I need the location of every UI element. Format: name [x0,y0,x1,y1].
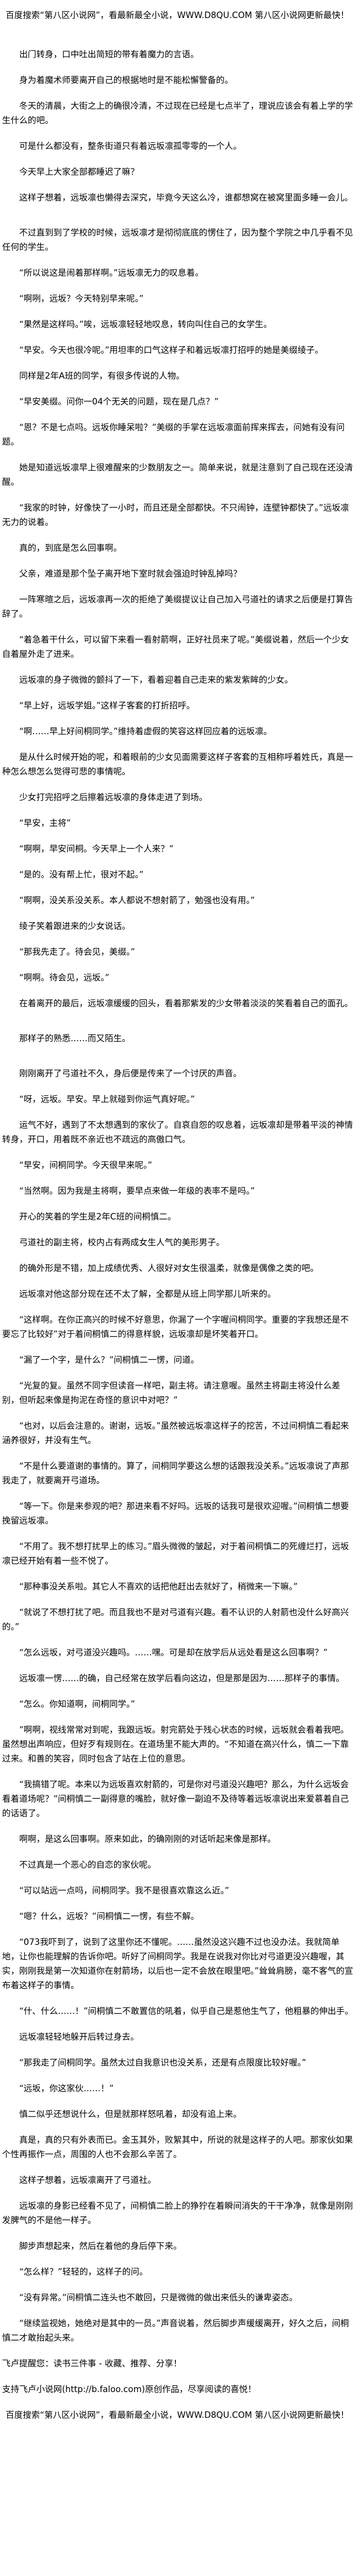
story-paragraph: “那种事没关系啦。其它人不喜欢的话把他赶出去就好了，稍微来一下嘛。” [19,1582,298,1591]
story-paragraph: ”啊啊，视线常常对到呢，我跟远坂。射完箭处于残心状态的时候，远坂就会看着我吧。虽… [2,1725,349,1764]
story-paragraph: 绫子笑着跟进来的少女说话。 [19,921,130,931]
story-paragraph: “早安，间桐同学。今天很早来呢。” [19,1160,152,1170]
story-paragraph: 远坂凛的身影已经看不见了，间桐慎二脸上的狰狞在着瞬间消失的干干净净，就像是刚刚发… [2,2201,353,2225]
story-paragraph: “漏了一个字，是什么？”间桐慎二一愣，问道。 [19,1355,200,1365]
story-paragraph: 远坂凛对他这部分现在还不太了解，全都是从班上同学那儿听来的。 [19,1289,276,1299]
story-paragraph: “恩？不是七点吗。远坂你睡呆啦？”美缀的手掌在远坂凛面前挥来挥去，问她有没有问题… [2,422,345,447]
story-paragraph: “我搞错了呢。本来以为远坂喜欢射箭的，可是你对弓道没兴趣吧？那么，为什么远坂会看… [2,1780,349,1818]
story-paragraph: “073我吓到了，说到了这里你还不懂呢。……虽然没这兴趣不过也没办法。我就简单地… [2,1937,353,1990]
story-paragraph: 远坂凛轻轻地躲开后转过身去。 [19,2032,139,2042]
story-paragraph: 那样子的熟悉……而又陌生。 [19,1033,130,1043]
story-paragraph: “啊……早上好间桐同学。”维持着虚假的笑容这样回应着的远坂凛。 [19,726,272,736]
story-paragraph: “呀，远坂。早安。早上就碰到你运气真好呢。” [19,1094,195,1104]
story-paragraph: 少女打完招呼之后擦着远坂凛的身体走进了到场。 [19,792,208,802]
story-paragraph: “着急着干什么，可以留下来看一看射箭啊，正好社员来了呢。”美缀说着，然后一个少女… [2,635,349,659]
story-paragraph: 慎二似乎还想说什么，但是就那样怒吼着，却没有追上来。 [19,2109,242,2119]
story-paragraph: “不是什么要道谢的事情的。算了，间桐同学要这么想的话跟我没关系。”远坂凛说了声那… [2,1461,349,1485]
story-paragraph: “我家的时钟，好像快了一小时，而且还是全部都快。不只闹钟，连壁钟都快了。”远坂凛… [2,503,349,527]
story-paragraph: “早安，主将” [19,818,71,828]
story-paragraph: 的确外形是不错，加上成绩优秀、人很好对女生很温柔，就像是偶像之类的吧。 [19,1263,319,1273]
story-paragraph: 在着离开的最后，远坂凛缓缓的回头，看着那紫发的少女带着淡淡的笑看着自己的面孔。 [19,998,353,1008]
story-paragraph: “早上好，远坂学姐。”这样子客套的打折招呼。 [19,701,195,710]
story-paragraph: “啊咧，远坂？今天特别早来呢。” [19,294,144,303]
story-paragraph: “光复的复。虽然不同字但读音一样吧，副主将。请注意喔。虽然主将副主将没什么差别，… [2,1381,340,1405]
story-paragraph: 不过真是一个恶心的自恋的家伙呢。 [19,1860,156,1870]
story-paragraph: “继续监视她，她绝对是其中的一员。”声音说着，然后脚步声缓缓离开，好久之后，间桐… [2,2318,349,2343]
chapter-body: 出门转身，口中吐出简短的带有着魔力的言语。身为着魔术师要离开自己的根据地时是不能… [2,47,355,2345]
story-paragraph: 父亲，难道是那个坠子离开地下室时就会强迫时钟乱掉吗？ [19,569,242,579]
story-paragraph: “等一下。你是来参观的吧？那进来看不好吗。远坂的话我可是很欢迎喔。”间桐慎二想要… [2,1501,349,1526]
story-paragraph: “当然啊。因为我是主将啊，要早点来做一年级的表率不是吗。” [19,1186,255,1196]
story-paragraph: 同样是2年A班的同学，有很多传说的人物。 [19,371,185,381]
story-paragraph: “怎么远坂，对弓道没兴趣吗。……嘿。可是却在放学后从远处看是这么回事啊？” [19,1648,328,1657]
story-paragraph: 这样子想着，远坂凛也懒得去深究，毕竟今天这么冷，谁都想窝在被窝里面多睡一会儿。 [19,193,353,202]
story-paragraph: 一阵寒暄之后，远坂凛再一次的拒绝了美缀提议让自己加入弓道社的请求之后便是打算告辞… [2,595,353,619]
page-content: 百度搜索“第八区小说网”，看最新最全小说，WWW.D8QU.COM 第八区小说网… [2,10,355,2420]
story-paragraph: 这样子想着，远坂凛离开了弓道社。 [19,2175,156,2185]
story-paragraph: 真是，真的只有外表而已。金玉其外，败絮其中，所说的就是这样子的人吧。那家伙如果个… [2,2135,353,2159]
story-paragraph: 她是知道远坂凛早上很难醒来的少数朋友之一。简单来说，就是注意到了自己现在还没清醒… [2,463,353,487]
footer-reminder: 飞卢提醒您：读书三件事 - 收藏、推荐、分享！ [2,2359,182,2368]
story-paragraph: “啊啊。待会见，远坂。” [19,973,110,982]
story-paragraph: 冬天的清晨，大街之上的确很冷清，不过现在已经是七点半了，理说应该会有着上学的学生… [2,101,353,125]
story-paragraph: 可是什么都没有，整条街道只有着远坂凛孤零零的一个人。 [19,141,242,151]
story-paragraph: 不过直到到了学校的时候，远坂凛才是彻彻底底的愣住了，因为整个学院之中几乎看不见任… [2,228,353,252]
story-paragraph: “没有异常。”间桐慎二连头也不敢回，只是微微的做出来低头的谦卑姿态。 [19,2293,298,2302]
footer-support-link[interactable]: 支持飞卢小说网(http://b.faloo.com)原创作品，尽享阅读的喜悦！ [2,2384,256,2394]
story-paragraph: “所以说这是闹着那样啊。”远坂凛无力的叹息着。 [19,268,204,278]
story-paragraph: “怎么样？”轻轻的，这样子的问。 [19,2267,148,2277]
story-paragraph: “就说了不想打扰了吧。而且我也不是对弓道有兴趣。看不认识的人射箭也没什么好高兴的… [2,1607,349,1632]
story-paragraph: “远坂，你这家伙……！” [19,2083,114,2093]
story-paragraph: “嗯？什么，远坂？”间桐慎二一愣，有些不解。 [19,1911,200,1921]
story-paragraph: 远坂凛的身子微微的颤抖了一下，看着迎着自己走来的紫发紫眸的少女。 [19,675,293,685]
story-paragraph: 今天早上大家全部都睡迟了嘛？ [19,167,139,177]
story-paragraph: “什、什么……！”间桐慎二不敢置信的吼着，似乎自己是惹他生气了，他粗暴的伸出手。 [19,2006,353,2016]
story-paragraph: “那我先走了。待会见，美缀。” [19,947,135,957]
story-paragraph: 运气不好，遇到了不太想遇到的家伙了。自哀自怨的叹息着，远坂凛却是带着平淡的神情转… [2,1120,353,1144]
story-paragraph: 远坂凛一愣……的确，自己经常在放学后看向这边，但是那是因为……那样子的事情。 [19,1673,344,1683]
story-paragraph: 出门转身，口中吐出简短的带有着魔力的言语。 [19,49,199,59]
story-paragraph: 身为着魔术师要离开自己的根据地时是不能松懈警备的。 [19,75,234,85]
story-paragraph: 开心的笑着的学生是2年C班的间桐慎二。 [19,1212,176,1222]
story-paragraph: “怎么。你知道啊，间桐同学。” [19,1699,135,1709]
story-paragraph: 刚刚离开了弓道社不久，身后便是传来了一个讨厌的声音。 [19,1069,242,1078]
story-paragraph: 真的，到底是怎么回事啊。 [19,543,122,553]
story-paragraph: “啊啊，没关系没关系。本人都说不想射箭了，勉强也没有用。” [19,895,255,905]
story-paragraph: 是从什么时候开始的呢，和着眼前的少女见面需要这样子客套的互相称呼着姓氏，真是一种… [2,752,353,776]
story-paragraph: “不用了。我不想打扰早上的练习。”眉头微微的皱起，对于着间桐慎二的死缠烂打，远坂… [2,1541,349,1566]
story-paragraph: “早安美缀。问你一04个无关的问题，现在是几点？” [19,397,219,406]
story-paragraph: “果然是这样吗。”唉，远坂凛轻轻地叹息，转向叫住自己的女学生。 [19,319,272,329]
story-paragraph: “那我走了间桐同学。虽然太过自我意识也没关系，还是有点限度比较好喔。” [19,2058,306,2067]
story-paragraph: “这样啊。在你正高兴的时候不好意思，你漏了一个字喔间桐同学。重要的字我想还是不要… [2,1315,349,1339]
footer-banner: 百度搜索“第八区小说网”，看最新最全小说，WWW.D8QU.COM 第八区小说网… [6,2410,349,2420]
story-paragraph: 弓道社的副主将，校内占有两成女生人气的美形男子。 [19,1238,225,1247]
story-paragraph: 啊啊，是这么回事啊。原来如此，的确刚刚的对话听起来像是那样。 [19,1834,276,1844]
story-paragraph: “是的。没有帮上忙，很对不起。” [19,870,144,879]
header-banner: 百度搜索“第八区小说网”，看最新最全小说，WWW.D8QU.COM 第八区小说网… [6,10,349,20]
story-paragraph: “也对，以后会注意的。谢谢，远坂。”虽然被远坂凛这样子的挖苦，不过间桐慎二看起来… [2,1421,349,1445]
story-paragraph: “啊啊，早安间桐。今天早上一个人来？” [19,844,174,854]
story-paragraph: “早安。今天也很冷呢。”用坦率的口气这样子和着远坂凛打招呼的她是美缀绫子。 [19,345,323,355]
story-paragraph: 脚步声想起来，然后在着他的身后停下来。 [19,2241,182,2251]
story-paragraph: “可以站远一点吗，间桐同学。我不是很喜欢靠这么近。” [19,1886,229,1895]
